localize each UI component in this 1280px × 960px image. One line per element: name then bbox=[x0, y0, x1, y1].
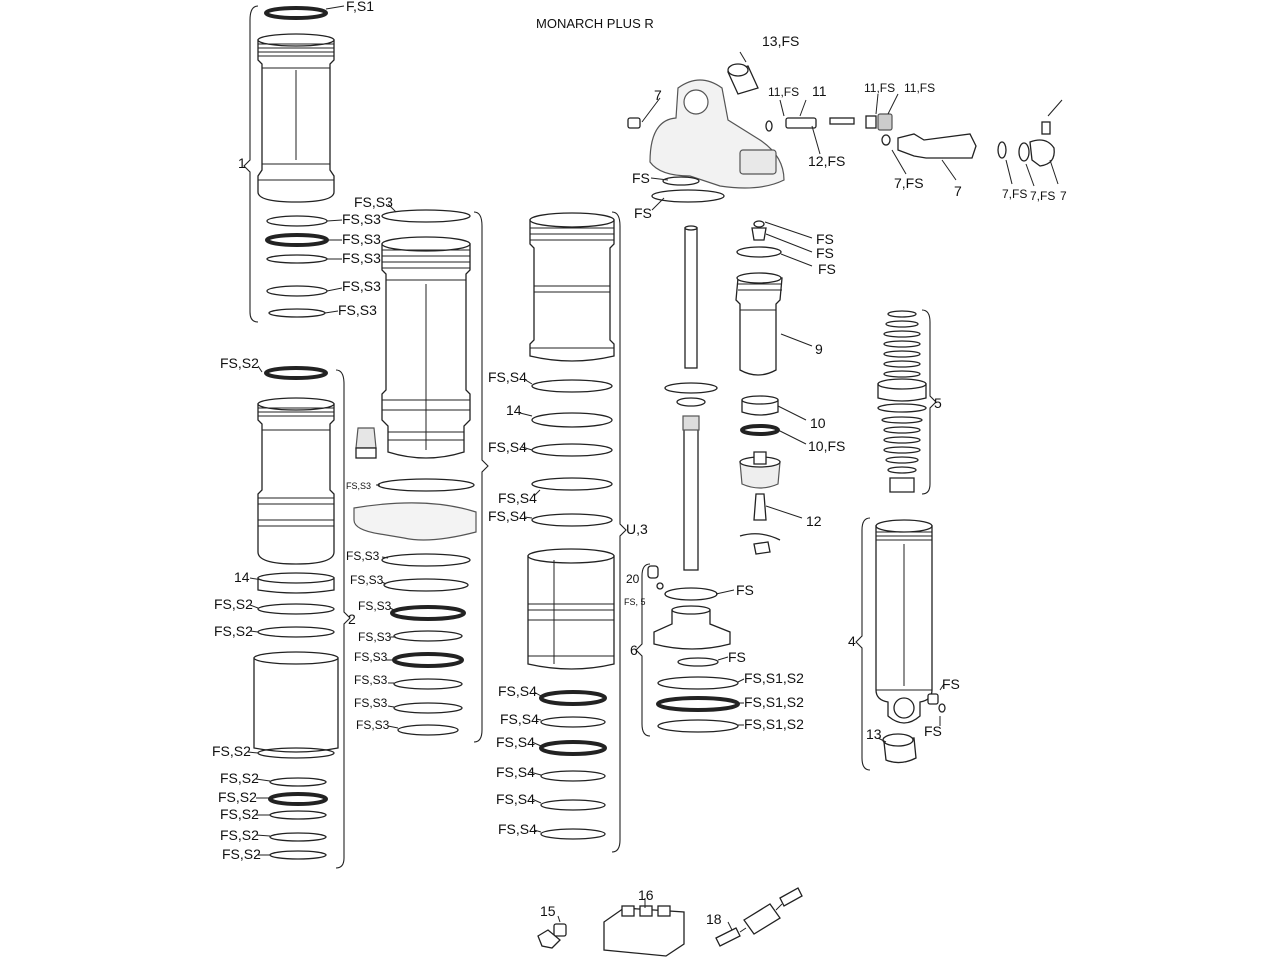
callout-fs-s2: FS,S2 bbox=[220, 806, 259, 822]
callout-f-s1: F,S1 bbox=[346, 0, 374, 14]
callout-10-fs: 10,FS bbox=[808, 438, 845, 454]
callout-fs-s3: FS,S3 bbox=[354, 673, 388, 687]
callout-fs-s3: FS,S3 bbox=[358, 630, 392, 644]
callout-14: 14 bbox=[234, 569, 250, 585]
large-air-can bbox=[353, 203, 489, 743]
callout-11-fs: 11,FS bbox=[768, 85, 799, 99]
body-eyelet-assembly bbox=[627, 51, 1063, 211]
callout-fs-s3: FS,S3 bbox=[346, 549, 380, 563]
callout-fs-s4: FS,S4 bbox=[488, 508, 527, 524]
callout-fs-s3: FS,S3 bbox=[358, 599, 392, 613]
callout-fs-s4: FS,S4 bbox=[496, 734, 535, 750]
callout-7: 7 bbox=[954, 183, 962, 199]
callout-fs-s3: FS,S3 bbox=[342, 250, 381, 266]
shim-stack-5 bbox=[877, 309, 937, 495]
callout-13: 13 bbox=[866, 726, 882, 742]
callout-fs-s4: FS,S4 bbox=[496, 764, 535, 780]
callout-14: 14 bbox=[506, 402, 522, 418]
callout-fs-s2: FS,S2 bbox=[220, 827, 259, 843]
callout-5: 5 bbox=[934, 395, 942, 411]
damper-body-4 bbox=[855, 517, 946, 771]
callout-fs-s3: FS,S3 bbox=[354, 650, 388, 664]
callout-16: 16 bbox=[638, 887, 654, 903]
callout-fs-s3: FS,S3 bbox=[354, 696, 388, 710]
callout-fs-s2: FS,S2 bbox=[214, 623, 253, 639]
callout-fs-s2: FS,S2 bbox=[222, 846, 261, 862]
callout-2: 2 bbox=[348, 611, 356, 627]
callout-12-fs: 12,FS bbox=[808, 153, 845, 169]
air-can-assembly-1 bbox=[243, 5, 345, 323]
callout-fs-s4: FS,S4 bbox=[488, 369, 527, 385]
callout-4: 4 bbox=[848, 633, 856, 649]
callout-fs-5: FS, 5 bbox=[624, 597, 646, 607]
piston-assembly-6 bbox=[635, 563, 745, 737]
callout-fs: FS bbox=[942, 676, 960, 692]
callout-u3: U,3 bbox=[626, 521, 648, 537]
air-can-assembly-2 bbox=[247, 365, 351, 869]
callout-6: 6 bbox=[630, 642, 638, 658]
callout-fs-s2: FS,S2 bbox=[220, 355, 259, 371]
callout-fs-s4: FS,S4 bbox=[500, 711, 539, 727]
callout-9: 9 bbox=[815, 341, 823, 357]
callout-7-fs: 7,FS bbox=[894, 175, 924, 191]
callout-fs-s2: FS,S2 bbox=[220, 770, 259, 786]
callout-fs-s1-s2: FS,S1,S2 bbox=[744, 716, 804, 732]
callout-fs: FS bbox=[816, 231, 834, 247]
callout-fs-s2: FS,S2 bbox=[214, 596, 253, 612]
damper-shaft-assembly bbox=[664, 220, 813, 571]
callout-7: 7 bbox=[1060, 189, 1067, 203]
callout-fs-s4: FS,S4 bbox=[498, 821, 537, 837]
callout-fs-s4: FS,S4 bbox=[488, 439, 527, 455]
callout-10: 10 bbox=[810, 415, 826, 431]
callout-fs-s3: FS,S3 bbox=[342, 231, 381, 247]
callout-7-fs: 7,FS bbox=[1002, 187, 1027, 201]
diagram-title: MONARCH PLUS R bbox=[536, 16, 654, 31]
callout-fs-s2: FS,S2 bbox=[212, 743, 251, 759]
callout-13-fs: 13,FS bbox=[762, 33, 799, 49]
callout-fs: FS bbox=[632, 170, 650, 186]
callout-11: 11 bbox=[812, 83, 827, 99]
callout-fs-s3: FS,S3 bbox=[354, 194, 393, 210]
callout-fs-s3: FS,S3 bbox=[350, 573, 384, 587]
callout-fs-s3: FS,S3 bbox=[342, 211, 381, 227]
callout-7-fs: 7,FS bbox=[1030, 189, 1055, 203]
callout-fs: FS bbox=[634, 205, 652, 221]
callout-fs-s4: FS,S4 bbox=[496, 791, 535, 807]
callout-15: 15 bbox=[540, 903, 556, 919]
callout-fs-s2: FS,S2 bbox=[218, 789, 257, 805]
air-can-u3 bbox=[519, 211, 627, 853]
callout-fs-s4: FS,S4 bbox=[498, 683, 537, 699]
callout-fs: FS bbox=[736, 582, 754, 598]
callout-fs-s1-s2: FS,S1,S2 bbox=[744, 694, 804, 710]
callout-20: 20 bbox=[626, 572, 640, 586]
callout-fs-s3: FS,S3 bbox=[338, 302, 377, 318]
callout-fs-s1-s2: FS,S1,S2 bbox=[744, 670, 804, 686]
callout-7: 7 bbox=[654, 87, 662, 103]
callout-11-fs: 11,FS bbox=[904, 81, 935, 95]
callout-12: 12 bbox=[806, 513, 822, 529]
callout-fs-s4: FS,S4 bbox=[498, 490, 537, 506]
callout-1: 1 bbox=[238, 155, 246, 171]
tools-row bbox=[537, 887, 803, 957]
callout-fs: FS bbox=[818, 261, 836, 277]
callout-fs: FS bbox=[816, 245, 834, 261]
callout-11-fs: 11,FS bbox=[864, 81, 895, 95]
callout-18: 18 bbox=[706, 911, 722, 927]
callout-fs-s3: FS,S3 bbox=[346, 481, 371, 491]
callout-fs: FS bbox=[924, 723, 942, 739]
callout-fs: FS bbox=[728, 649, 746, 665]
callout-fs-s3: FS,S3 bbox=[342, 278, 381, 294]
callout-fs-s3: FS,S3 bbox=[356, 718, 390, 732]
